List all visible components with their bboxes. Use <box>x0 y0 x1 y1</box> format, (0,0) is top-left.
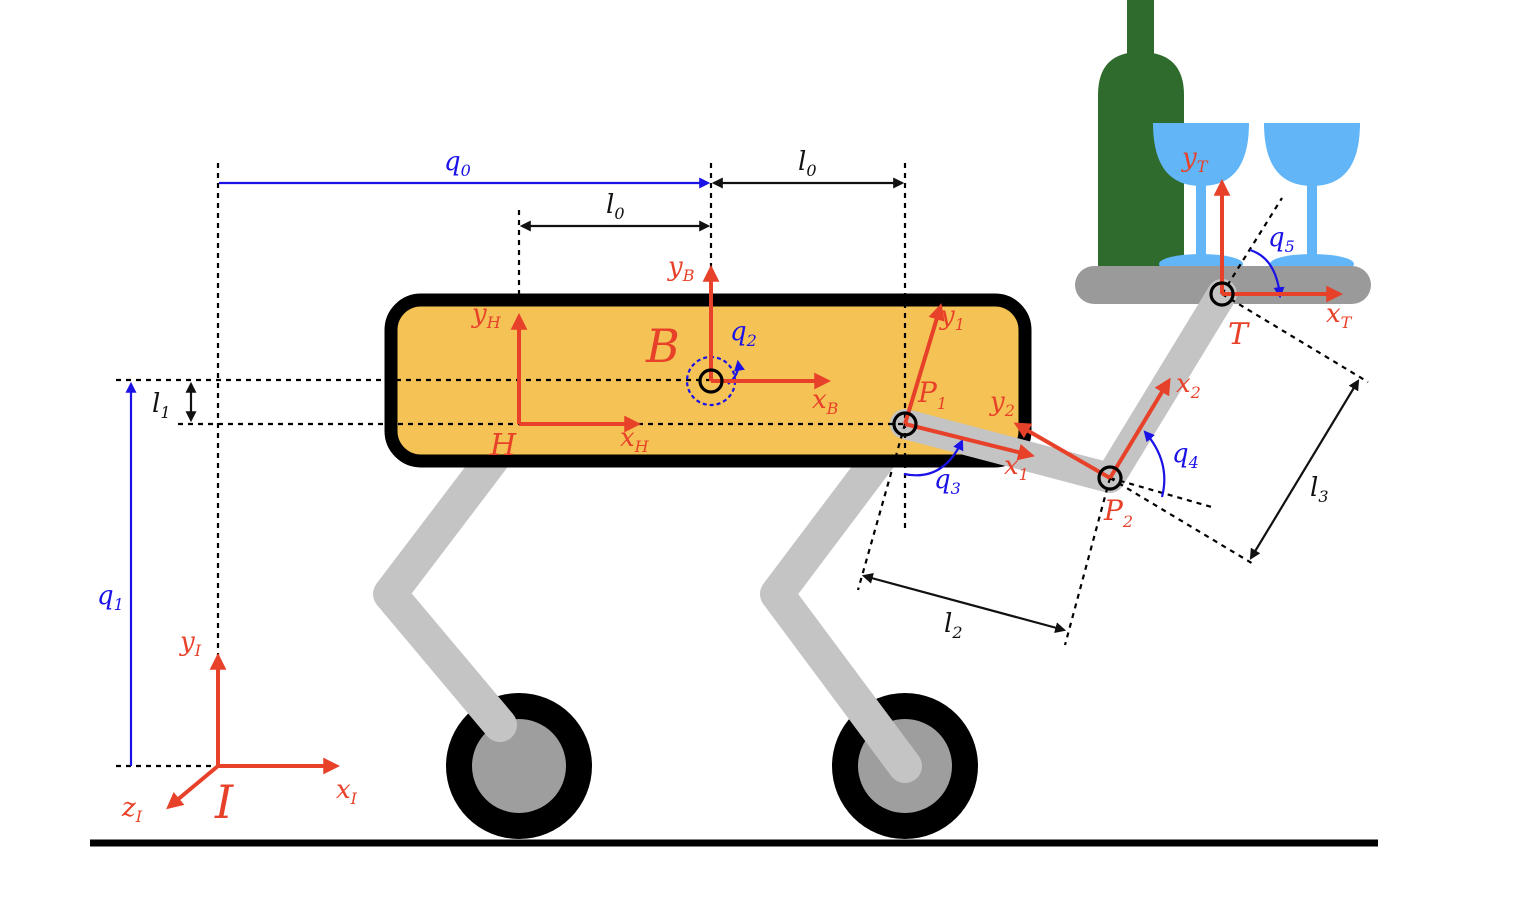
wine-bottle-icon <box>1098 0 1184 272</box>
inertial-x-label: xI <box>336 775 358 808</box>
q3-label: q3 <box>934 465 961 498</box>
q5-arc <box>1249 248 1285 299</box>
tray-origin-marker <box>1209 281 1235 307</box>
base-origin-marker <box>698 368 724 394</box>
q3-arc <box>903 439 964 477</box>
tray-origin-label: T <box>1228 317 1250 352</box>
base-origin-label: B <box>645 319 680 373</box>
joint1-point-label: P1 <box>917 376 947 413</box>
joint1-y-axis <box>903 303 945 425</box>
l0-upper-label: l0 <box>798 147 817 180</box>
base-x-label: xB <box>812 385 839 418</box>
tray-assembly <box>1075 0 1371 304</box>
frame-axes <box>166 178 1344 810</box>
joint-variable-labels: q0 q1 q2 q3 q4 q5 <box>97 147 1295 614</box>
rear-leg <box>373 407 536 742</box>
inertial-origin-label: I <box>214 775 234 829</box>
inertial-y-label: yI <box>179 627 202 660</box>
tray-y-label: yT <box>1181 143 1209 176</box>
dimension-arrows <box>125 177 1360 766</box>
dimension-labels: l0 l0 l1 l2 l3 <box>152 147 1329 642</box>
joint2-x-axis <box>1108 377 1171 480</box>
q1-label: q1 <box>97 581 124 614</box>
l3-label: l3 <box>1310 473 1329 506</box>
q5-label: q5 <box>1268 223 1295 256</box>
hip-x-label: xH <box>620 423 650 456</box>
l2-label: l2 <box>944 609 963 642</box>
joint2-y-axis <box>1013 422 1111 480</box>
hip-origin-label: H <box>489 428 517 463</box>
joint-markers <box>698 281 1235 491</box>
joint1-x-label: x1 <box>1004 451 1029 484</box>
q4-arc <box>1143 430 1166 498</box>
joint1-x-axis <box>904 422 1035 461</box>
inertial-z-label: zI <box>121 793 143 826</box>
tray-x-label: xT <box>1326 299 1353 332</box>
l1-label: l1 <box>152 389 171 422</box>
joint2-marker <box>1097 465 1123 491</box>
frame-labels: I xI yI zI B xB yB H xH yH P1 x1 y1 P2 x… <box>121 143 1353 829</box>
l3-arrow <box>1249 379 1360 560</box>
joint2-point-label: P2 <box>1103 494 1133 531</box>
joint2-y-label: y2 <box>989 387 1015 420</box>
joint1-y-label: y1 <box>939 301 965 334</box>
q0-label: q0 <box>444 147 471 180</box>
base-y-label: yB <box>667 252 695 285</box>
q4-label: q4 <box>1172 439 1199 472</box>
inertial-z-axis <box>166 764 220 810</box>
l2-arrow <box>861 572 1067 634</box>
front-leg <box>760 407 922 783</box>
l0-lower-label: l0 <box>606 190 625 223</box>
joint1-marker <box>892 411 918 437</box>
q2-label: q2 <box>730 317 757 350</box>
joint2-x-label: x2 <box>1176 369 1201 402</box>
hip-y-label: yH <box>471 299 502 332</box>
wheel-icon <box>446 693 592 839</box>
